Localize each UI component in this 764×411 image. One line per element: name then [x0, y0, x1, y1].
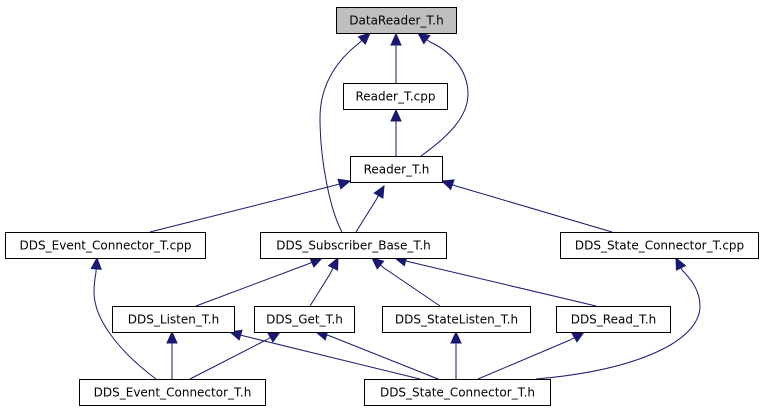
- node-label: DDS_Listen_T.h: [128, 313, 219, 327]
- edge-dds_event_connector_t_h-to-dds_event_connector_t_cpp: [90, 256, 157, 380]
- node-box: [79, 379, 266, 406]
- node-label: DDS_Get_T.h: [266, 313, 343, 327]
- edge-line: [243, 335, 421, 380]
- edge-dds_event_connector_t_cpp-to-reader_t_h: [149, 178, 352, 233]
- node-box: [364, 379, 551, 406]
- edge-line: [319, 43, 359, 233]
- node-label: DDS_Event_Connector_T.cpp: [20, 239, 192, 253]
- node-reader-t-h[interactable]: Reader_T.h: [350, 156, 443, 183]
- node-label: Reader_T.h: [364, 163, 430, 177]
- node-dds-event-connector-t-h[interactable]: DDS_Event_Connector_T.h: [79, 379, 266, 406]
- edge-arrowhead: [309, 257, 324, 268]
- edge-line: [309, 273, 331, 307]
- node-label: DDS_StateListen_T.h: [395, 313, 518, 327]
- node-dds-state-connector-t-cpp[interactable]: DDS_State_Connector_T.cpp: [560, 232, 759, 259]
- edge-dds_event_connector_t_h-to-dds_get_t_h: [189, 331, 282, 380]
- edge-arrowhead: [357, 32, 371, 46]
- node-box: [343, 83, 448, 110]
- edge-arrowhead: [675, 256, 687, 271]
- edge-arrowhead: [373, 184, 385, 199]
- nodes-layer: DataReader_T.hReader_T.cppReader_T.hDDS_…: [5, 7, 759, 406]
- node-label: DDS_State_Connector_T.h: [380, 386, 535, 400]
- edge-arrowhead: [166, 330, 178, 344]
- edge-reader_t_cpp-to-datareader_t_h: [390, 32, 402, 83]
- node-dds-subscriber-base-t-h[interactable]: DDS_Subscriber_Base_T.h: [260, 232, 447, 259]
- node-box: [556, 306, 671, 333]
- edge-dds_state_connector_t_cpp-to-reader_t_h: [440, 179, 613, 233]
- edge-line: [149, 184, 337, 233]
- node-box: [382, 306, 531, 333]
- node-dds-statelisten-t-h[interactable]: DDS_StateListen_T.h: [382, 306, 531, 333]
- node-label: DataReader_T.h: [349, 14, 443, 28]
- node-box: [112, 306, 235, 333]
- edge-dds_state_connector_t_h-to-dds_read_t_h: [477, 331, 586, 380]
- node-label: DDS_Subscriber_Base_T.h: [276, 239, 431, 253]
- node-box: [560, 232, 759, 259]
- edge-line: [383, 267, 441, 307]
- edge-dds_read_t_h-to-dds_subscriber_base_t_h: [393, 255, 597, 307]
- node-reader-t-cpp[interactable]: Reader_T.cpp: [343, 83, 448, 110]
- node-box: [350, 156, 443, 183]
- edge-line: [535, 269, 701, 380]
- node-label: DDS_Read_T.h: [571, 313, 657, 327]
- edge-arrowhead: [90, 256, 102, 270]
- edge-arrowhead: [450, 330, 462, 344]
- node-datareader-t-h: DataReader_T.h: [336, 7, 457, 34]
- edge-line: [329, 335, 439, 380]
- node-dds-read-t-h[interactable]: DDS_Read_T.h: [556, 306, 671, 333]
- edge-arrowhead: [417, 32, 431, 45]
- edge-line: [189, 339, 267, 380]
- edge-dds_statelisten_t_h-to-dds_subscriber_base_t_h: [371, 257, 441, 307]
- edge-reader_t_h-to-reader_t_cpp: [390, 108, 402, 156]
- edge-dds_state_connector_t_h-to-dds_get_t_h: [314, 329, 439, 380]
- edge-line: [93, 271, 157, 380]
- node-box: [260, 232, 447, 259]
- node-dds-event-connector-t-cpp[interactable]: DDS_Event_Connector_T.cpp: [5, 232, 206, 259]
- node-box: [336, 7, 457, 34]
- node-dds-state-connector-t-h[interactable]: DDS_State_Connector_T.h: [364, 379, 551, 406]
- edge-arrowhead: [390, 32, 402, 46]
- node-box: [254, 306, 355, 333]
- edge-arrowhead: [571, 331, 586, 343]
- node-box: [5, 232, 206, 259]
- edge-dds_event_connector_t_h-to-dds_listen_t_h: [166, 330, 178, 379]
- edge-dds_subscriber_base_t_h-to-reader_t_h: [355, 184, 385, 233]
- edge-arrowhead: [267, 331, 282, 343]
- edge-line: [195, 263, 309, 307]
- node-dds-listen-t-h[interactable]: DDS_Listen_T.h: [112, 306, 235, 333]
- edge-arrowhead: [327, 256, 339, 271]
- edge-line: [420, 41, 469, 157]
- edge-arrowhead: [440, 179, 455, 191]
- edge-line: [355, 199, 377, 233]
- edge-reader_t_h-to-datareader_t_h: [417, 32, 469, 157]
- edge-arrowhead: [337, 178, 352, 190]
- edge-dds_state_connector_t_h-to-dds_state_connector_t_cpp: [535, 256, 701, 380]
- edge-dds_get_t_h-to-dds_subscriber_base_t_h: [309, 256, 339, 307]
- edge-line: [455, 185, 613, 233]
- edge-arrowhead: [371, 257, 385, 270]
- edge-dds_listen_t_h-to-dds_subscriber_base_t_h: [195, 257, 324, 307]
- node-label: DDS_Event_Connector_T.h: [94, 386, 252, 400]
- node-label: Reader_T.cpp: [355, 90, 435, 104]
- edge-line: [409, 261, 597, 307]
- edge-dds_state_connector_t_h-to-dds_statelisten_t_h: [450, 330, 462, 379]
- edges-layer: [90, 32, 701, 380]
- edge-line: [477, 339, 571, 380]
- node-dds-get-t-h[interactable]: DDS_Get_T.h: [254, 306, 355, 333]
- node-label: DDS_State_Connector_T.cpp: [575, 239, 744, 253]
- edge-arrowhead: [390, 108, 402, 122]
- edge-dds_subscriber_base_t_h-to-datareader_t_h: [319, 32, 371, 233]
